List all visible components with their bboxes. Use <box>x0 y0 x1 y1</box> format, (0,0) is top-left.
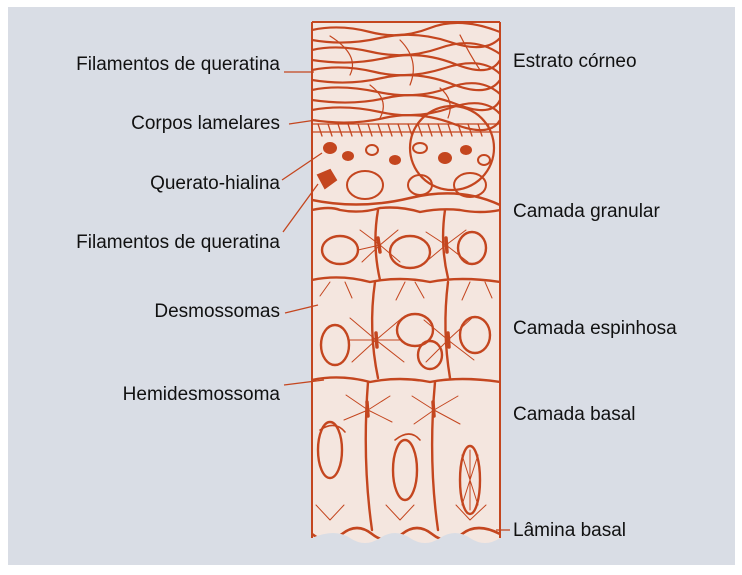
label-hemidesmosome: Hemidesmossoma <box>123 384 280 406</box>
label-spinous-layer: Camada espinhosa <box>513 318 677 340</box>
label-granular-layer: Camada granular <box>513 201 660 223</box>
label-keratin-filaments-bottom: Filamentos de queratina <box>76 232 280 254</box>
label-basal-lamina: Lâmina basal <box>513 520 626 542</box>
label-lamellar-bodies: Corpos lamelares <box>131 113 280 135</box>
label-keratin-filaments-top: Filamentos de queratina <box>76 54 280 76</box>
label-basal-layer: Camada basal <box>513 404 636 426</box>
label-stratum-corneum: Estrato córneo <box>513 51 637 73</box>
label-keratohyalin: Querato-hialina <box>150 173 280 195</box>
label-desmosomes: Desmossomas <box>154 301 280 323</box>
